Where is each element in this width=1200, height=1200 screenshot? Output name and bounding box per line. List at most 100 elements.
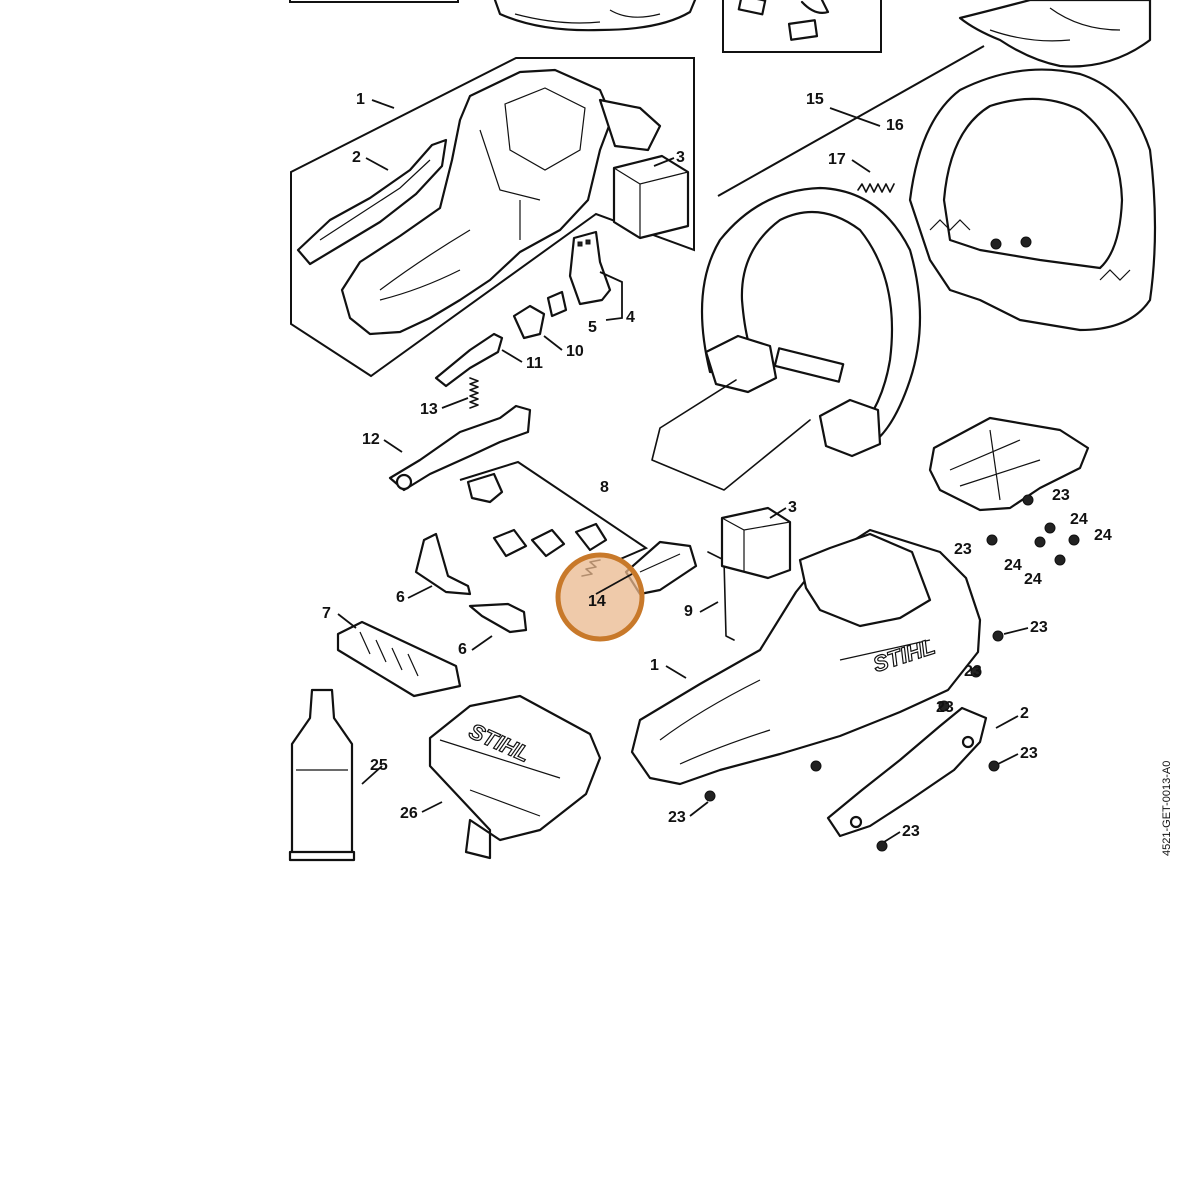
highlight-circle-14[interactable] [555,552,645,642]
spring-part-13 [469,377,479,409]
trigger-arm-body [388,404,532,492]
callout-label: 23 [1052,487,1070,504]
callout-label: 17 [828,151,846,168]
trigger-arm-hole [395,473,413,491]
linkage-catch [574,522,608,552]
screw-head [992,630,1004,642]
leader-line [383,439,403,453]
callout-label: 8 [600,479,609,496]
rear-handle-lattice [929,219,1131,281]
callout-label: 16 [886,117,904,134]
leader-line [365,157,389,171]
top-right-part [958,0,1152,68]
callout-labels: 1 2 3 4 5 10 11 13 12 8 6 6 7 14 9 1 3 2… [322,91,1112,840]
callout-label: 25 [370,757,388,774]
leader-line [653,157,675,167]
callout-label: 1 [650,657,659,674]
kit-pad-1 [737,0,767,16]
callout-label: 24 [1024,571,1042,588]
callout-label: 1 [356,91,365,108]
callout-label: 23 [1030,619,1048,636]
trigger-lock-dot [577,241,583,247]
leader-line [361,765,383,785]
linkage-plate-2 [530,528,566,558]
top-right-part-detail [989,7,1121,42]
leader-line [665,665,687,679]
callout-label: 11 [526,355,543,372]
callout-label: 23 [902,823,920,840]
leader-line [995,715,1019,729]
front-handle-grip-right [818,398,882,458]
linkage-frame [459,460,649,561]
switch-part [512,304,546,340]
top-cropped-parts [289,0,1152,68]
screw-head [876,840,888,852]
leader-line [421,801,443,813]
leader-line [769,507,787,519]
cover-strip-lower-hole [849,815,863,829]
leader-14 [595,573,633,595]
foam-pad-lower [720,506,792,580]
cover-strip-part [296,138,448,266]
screw-group [704,494,1080,852]
rear-handle-hole [990,238,1002,250]
top-cover-detail [514,9,661,24]
front-handle-part [651,186,922,491]
clip-part-upper [414,532,472,596]
wire-pin-part [707,551,735,641]
battery-cover-part: STIHL [428,694,602,860]
callout-label: 7 [322,605,331,622]
main-housing-part: STIHL [630,528,982,786]
leader-line [337,613,357,629]
housing-half-tab [598,98,662,152]
terminal-block-part [336,620,462,698]
top-cover-part [493,0,697,32]
callout-label: 9 [684,603,693,620]
callout-label: 10 [566,343,584,360]
screw-head [988,760,1000,772]
callout-label: 4 [626,309,635,326]
leader-line [407,585,433,599]
spring-part-17 [857,183,895,193]
callout-label: 23 [936,699,954,716]
callout-label: 2 [1020,705,1029,722]
screw-head [1068,534,1080,546]
callout-label: 23 [954,541,972,558]
battery-cover-body [428,694,602,860]
trigger-lock-part [546,230,623,321]
cover-strip-lower-body [826,706,988,838]
motor-carrier-part [928,416,1090,512]
linkage-plate-1 [492,528,528,558]
callout-label: 12 [362,431,380,448]
callout-label: 15 [806,91,824,108]
clip-part-lower [468,602,528,634]
trigger-arm-part [388,404,532,492]
front-handle-grip-left [704,334,778,394]
screw-head [1022,494,1034,506]
grease-tube-crimp [288,850,356,862]
linkage-block [466,472,504,504]
front-handle-foam-strip [773,347,845,383]
callout-label: 2 [352,149,361,166]
leader-line [997,753,1019,765]
kit-pad-2 [787,19,819,41]
linkage-group [459,460,698,596]
terminal-block-pins [359,631,419,677]
callout-label: 6 [396,589,405,606]
callout-label: 3 [676,149,685,166]
leader-line [543,335,563,351]
kit-frame [722,0,882,53]
screw-head [970,666,982,678]
cover-strip-groove [319,159,431,241]
terminal-block-body [336,620,462,698]
kit-clip [800,0,830,14]
leader-line [471,635,493,651]
main-housing-ribs [659,639,931,765]
leader-4 [599,271,623,321]
top-left-frame-edge [289,0,459,3]
callout-label: 24 [1004,557,1022,574]
motor-carrier-body [928,416,1090,512]
leader-line [1003,627,1029,635]
leader-line [689,801,709,817]
